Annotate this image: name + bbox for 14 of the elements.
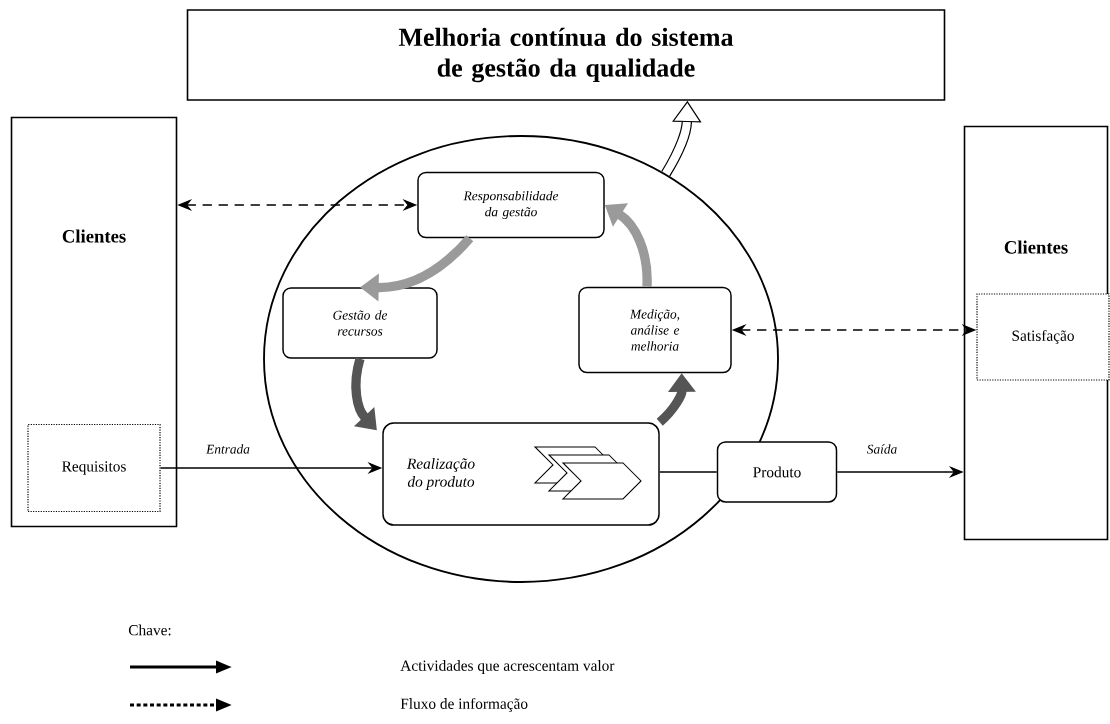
process-box: Responsabilidade da gestão bbox=[417, 171, 605, 239]
process-box: Medição, análise e melhoria bbox=[578, 286, 732, 374]
process-box: Realização do produto bbox=[382, 422, 660, 526]
satisfaction-box: Satisfação bbox=[976, 293, 1110, 381]
legend-text: Actividades que acrescentam valor bbox=[400, 660, 615, 674]
process-box: Gestão de recursos bbox=[282, 287, 438, 359]
process-box: Produto bbox=[716, 441, 838, 503]
title-box: Melhoria contínua do sistema de gestão da qualidade bbox=[186, 9, 946, 101]
legend-heading: Chave: bbox=[128, 624, 171, 636]
edge-label: Saída bbox=[865, 442, 899, 455]
legend-text: Fluxo de informação bbox=[400, 697, 528, 712]
edge-label: Entrada bbox=[204, 442, 252, 455]
connector-line bbox=[658, 471, 718, 473]
requirements-box: Requisitos bbox=[27, 423, 161, 513]
